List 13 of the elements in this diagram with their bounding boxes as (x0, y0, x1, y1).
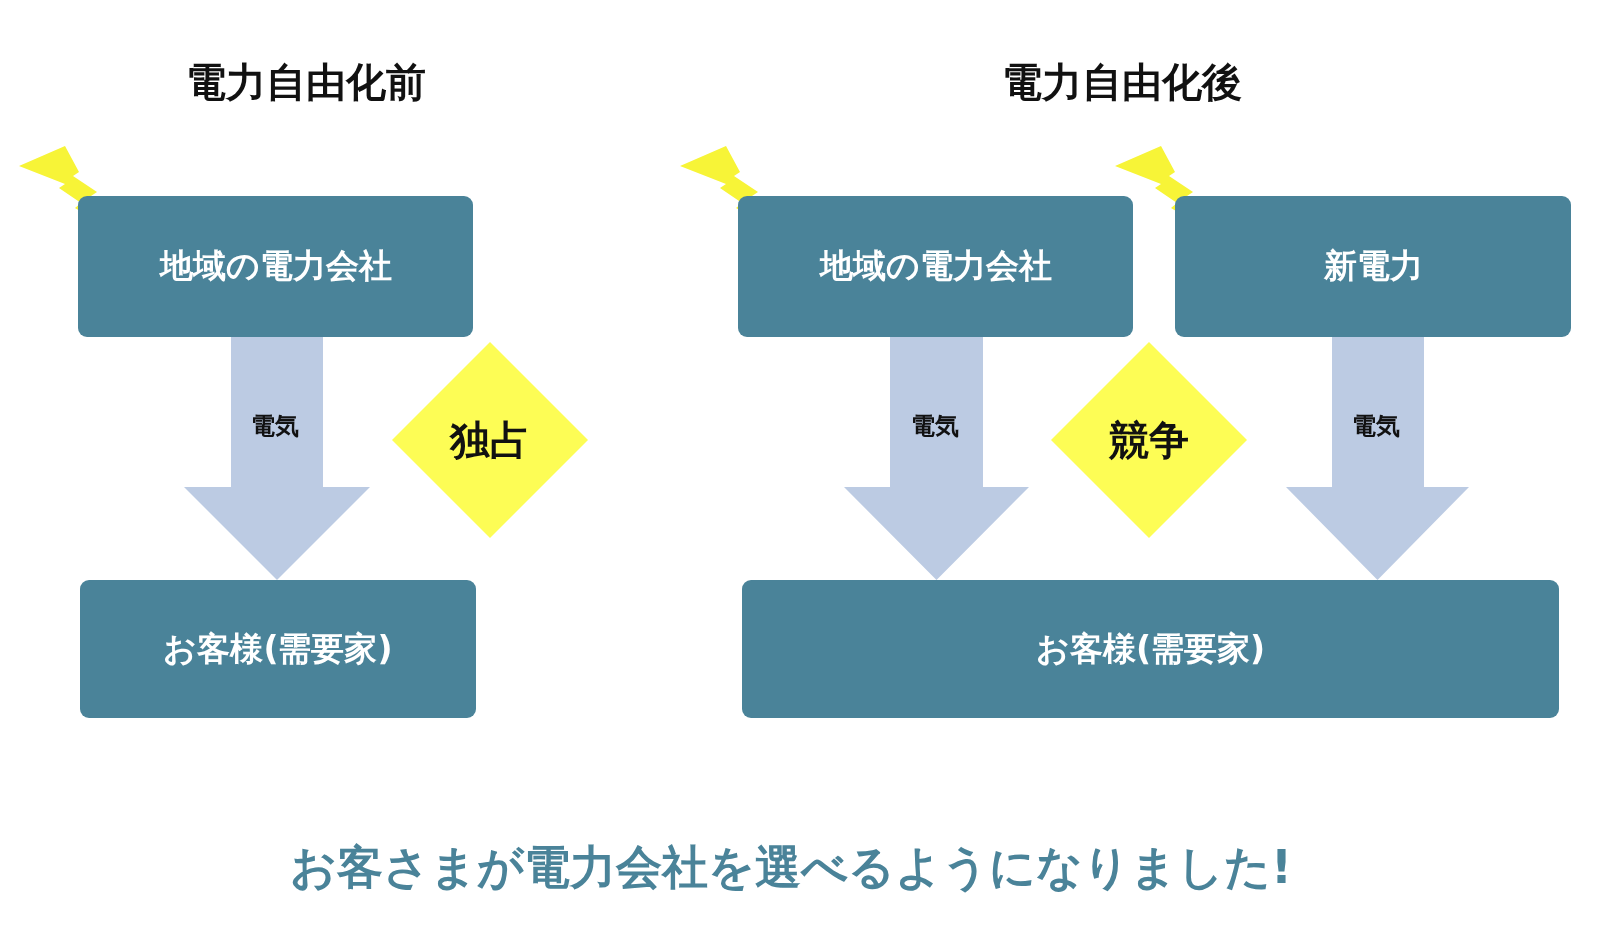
process-box: お客様(需要家) (742, 580, 1559, 718)
process-box: お客様(需要家) (80, 580, 476, 718)
section-heading: 電力自由化後 (1002, 57, 1242, 107)
process-box: 地域の電力会社 (78, 196, 473, 337)
process-box: 新電力 (1175, 196, 1571, 337)
block-arrow (1286, 337, 1469, 580)
process-box: 地域の電力会社 (738, 196, 1133, 337)
block-arrow (184, 337, 370, 580)
section-heading: 電力自由化前 (186, 57, 426, 107)
block-arrow (844, 337, 1029, 580)
caption: お客さまが電力会社を選べるようになりました! (290, 839, 1292, 896)
decision-diamond: 独占 (392, 342, 588, 538)
decision-diamond: 競争 (1051, 342, 1247, 538)
